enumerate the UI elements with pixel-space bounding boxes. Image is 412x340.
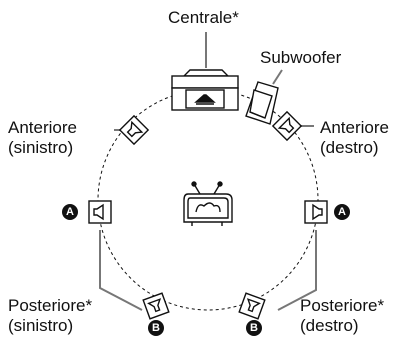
leader-lines (99, 32, 317, 311)
label-front-left-line1: Anteriore (8, 118, 77, 137)
label-front-left-line2: (sinistro) (8, 138, 74, 157)
marker-b-right: B (246, 320, 262, 336)
surround-left-speaker-icon (88, 200, 112, 224)
front-right-speaker-icon (271, 110, 303, 142)
marker-b-left: B (148, 320, 164, 336)
front-left-speaker-icon (118, 114, 150, 146)
marker-a-left: A (62, 204, 78, 220)
label-front-right-line1: Anteriore (320, 118, 389, 137)
label-rear-left-line1: Posteriore* (8, 296, 93, 315)
surround-right-speaker-icon (304, 200, 328, 224)
subwoofer-icon (245, 81, 279, 125)
leader-subwoofer (272, 69, 283, 85)
label-center: Centrale* (168, 8, 239, 27)
leader-rear-right (277, 230, 317, 311)
label-front-right-line2: (destro) (320, 138, 379, 157)
label-rear-right-line2: (destro) (300, 316, 359, 335)
rear-left-speaker-icon (142, 292, 170, 320)
label-rear-right-line1: Posteriore* (300, 296, 385, 315)
marker-a-right: A (334, 204, 350, 220)
center-speaker-icon (171, 69, 239, 111)
label-subwoofer: Subwoofer (260, 48, 342, 67)
rear-right-speaker-icon (238, 292, 266, 320)
tv-icon (183, 181, 233, 226)
leader-rear-left (99, 230, 143, 311)
label-rear-left-line2: (sinistro) (8, 316, 74, 335)
